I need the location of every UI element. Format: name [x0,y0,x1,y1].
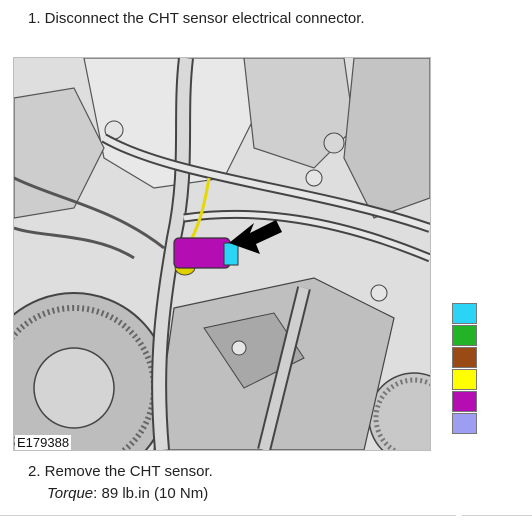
divider-line-right [462,515,532,516]
legend-swatch-green [452,325,477,346]
torque-value: : 89 lb.in (10 Nm) [93,485,209,502]
figure-id-label: E179388 [15,435,72,450]
legend-swatch-cyan [452,303,477,324]
step-2-text: 2. Remove the CHT sensor. [28,463,213,480]
legend-swatch-lavender [452,413,477,434]
divider-line [0,515,456,516]
legend-swatch-magenta [452,391,477,412]
engine-drawing [14,58,430,450]
torque-spec: Torque: 89 lb.in (10 Nm) [47,485,208,502]
step-1-text: 1. Disconnect the CHT sensor electrical … [28,10,365,27]
engine-illustration: E179388 [13,57,431,451]
legend-swatch-brown [452,347,477,368]
legend-swatch-yellow [452,369,477,390]
torque-label: Torque [47,485,94,502]
color-legend [452,303,477,435]
